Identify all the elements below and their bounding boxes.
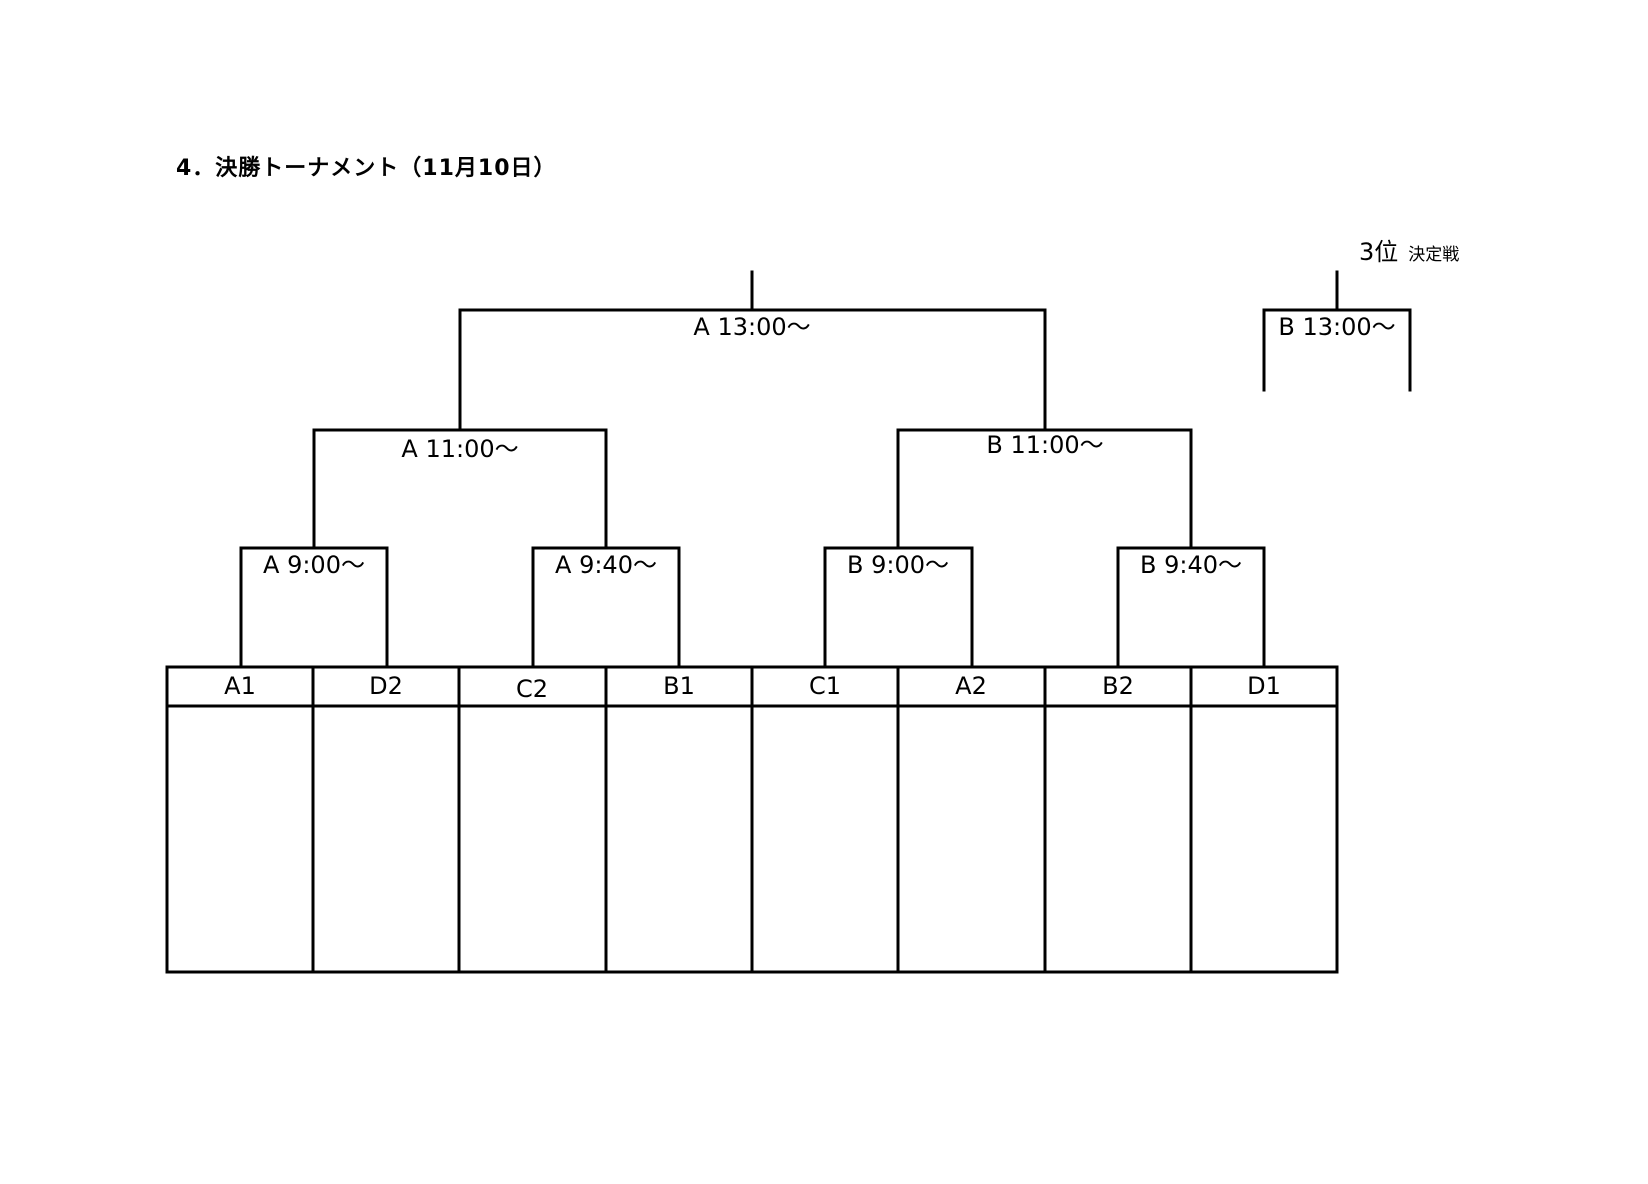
third-place-match-label: B 13:00～ — [1278, 313, 1396, 341]
third-place-bracket — [1262, 308, 1412, 392]
quarterfinal-3-bracket — [823, 546, 974, 669]
quarterfinal-2-bracket — [531, 546, 681, 669]
third-place-heading: 3位決定戦 — [1359, 232, 1459, 267]
team-cell: C1 — [808, 672, 842, 700]
team-cell: C2 — [515, 675, 549, 703]
third-place-rank: 3位 — [1359, 238, 1399, 266]
page-title: 4．決勝トーナメント（11月10日） — [176, 156, 557, 181]
final-match-label: A 13:00～ — [693, 313, 811, 341]
final-bracket — [458, 308, 1047, 432]
quarterfinal-1-bracket — [239, 546, 389, 669]
semifinal-right-label: B 11:00～ — [986, 431, 1104, 459]
quarterfinal-3-label: B 9:00～ — [847, 551, 949, 579]
semifinal-left-label: A 11:00～ — [401, 435, 519, 463]
team-cell: D2 — [369, 672, 403, 700]
quarterfinal-4-bracket — [1116, 546, 1266, 669]
team-cell: D1 — [1247, 672, 1281, 700]
team-cell: A2 — [955, 672, 987, 700]
quarterfinal-4-label: B 9:40～ — [1140, 551, 1242, 579]
third-place-subtitle: 決定戦 — [1408, 245, 1460, 265]
semifinal-left-bracket — [312, 428, 608, 550]
quarterfinal-2-label: A 9:40～ — [555, 551, 657, 579]
semifinal-right-bracket — [896, 428, 1193, 550]
team-cell: B2 — [1102, 672, 1134, 700]
team-cell: B1 — [663, 672, 695, 700]
quarterfinal-1-label: A 9:00～ — [263, 551, 365, 579]
team-cell: A1 — [224, 672, 256, 700]
